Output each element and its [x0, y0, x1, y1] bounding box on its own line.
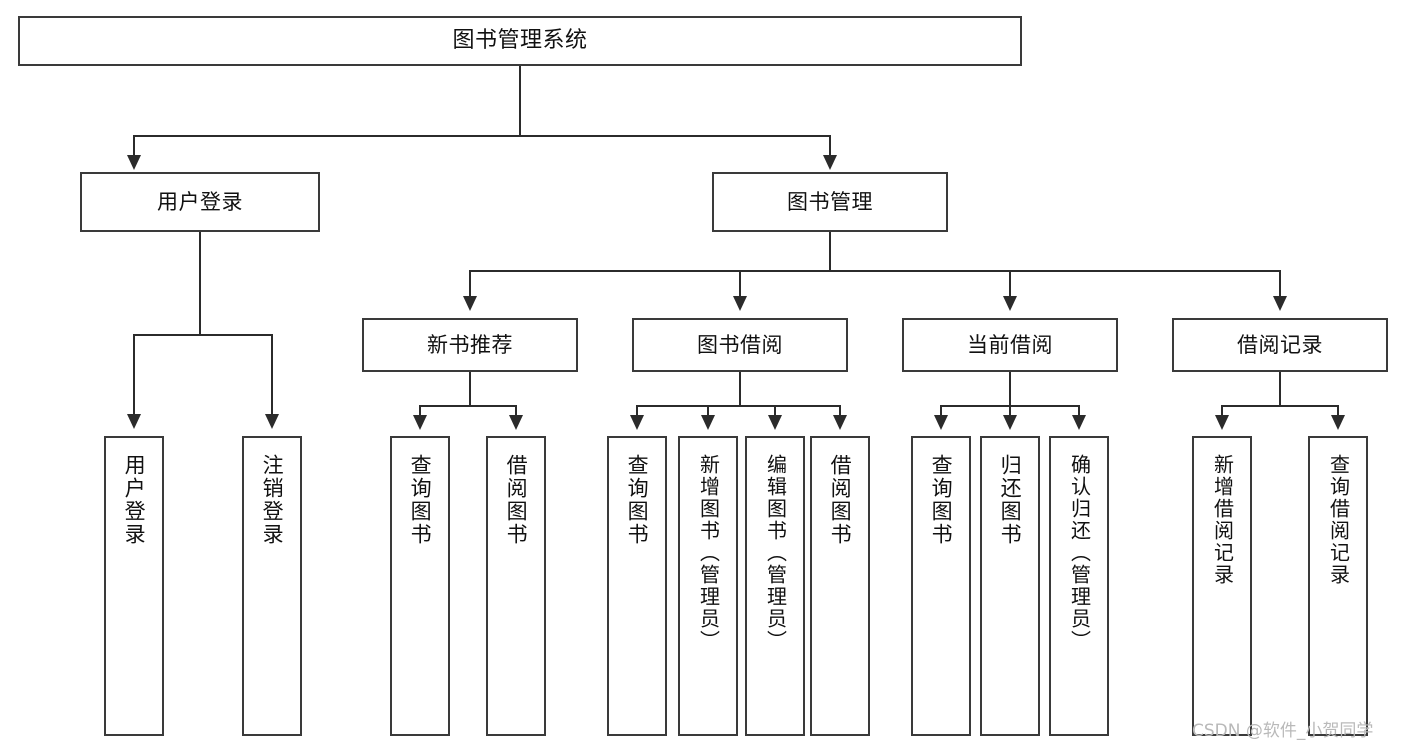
node-label: 借阅图书: [828, 454, 853, 546]
node-label: 查询借阅记录: [1326, 454, 1351, 586]
arrowhead-current-leaf-2: [1003, 415, 1017, 430]
arrowhead-current-leaf-1: [934, 415, 948, 430]
connector-record-stem: [1279, 372, 1281, 406]
arrowhead-recommend-leaf-2: [509, 415, 523, 430]
arrowhead-borrow-leaf-3: [768, 415, 782, 430]
connector-root-drop-right: [829, 135, 831, 157]
node-root-system[interactable]: 图书管理系统: [18, 16, 1022, 66]
connector-borrow-drop-1: [636, 405, 638, 417]
node-label: 归还图书: [998, 454, 1023, 546]
arrowhead-book-manage: [823, 155, 837, 170]
arrowhead-record-leaf-2: [1331, 415, 1345, 430]
node-label: 编辑图书（管理员）: [763, 454, 788, 652]
connector-borrow-drop-3: [774, 405, 776, 417]
connector-book-manage-stem: [829, 232, 831, 271]
connector-l2-drop-1: [469, 270, 471, 298]
node-borrow-record[interactable]: 借阅记录: [1172, 318, 1388, 372]
node-label: 注销登录: [260, 454, 285, 546]
connector-borrow-drop-2: [707, 405, 709, 417]
connector-l2-drop-2: [739, 270, 741, 298]
leaf-user-login[interactable]: 用户登录: [104, 436, 164, 736]
leaf-record-query-record[interactable]: 查询借阅记录: [1308, 436, 1368, 736]
connector-current-drop-3: [1078, 405, 1080, 417]
connector-recommend-drop-1: [419, 405, 421, 417]
node-label: 查询图书: [408, 454, 433, 546]
connector-recommend-bar: [419, 405, 517, 407]
connector-current-drop-2: [1009, 405, 1011, 417]
node-label: 图书管理: [787, 189, 873, 214]
arrowhead-new-book-recommend: [463, 296, 477, 311]
node-label: 确认归还（管理员）: [1067, 454, 1092, 652]
node-user-login[interactable]: 用户登录: [80, 172, 320, 232]
leaf-borrow-edit-book-admin[interactable]: 编辑图书（管理员）: [745, 436, 805, 736]
node-label: 借阅图书: [504, 454, 529, 546]
connector-book-manage-bar: [469, 270, 1280, 272]
node-label: 借阅记录: [1237, 332, 1323, 357]
node-book-manage[interactable]: 图书管理: [712, 172, 948, 232]
connector-borrow-drop-4: [839, 405, 841, 417]
connector-user-login-drop-2: [271, 334, 273, 416]
connector-root-bar: [133, 135, 830, 137]
connector-record-drop-2: [1337, 405, 1339, 417]
node-book-borrow[interactable]: 图书借阅: [632, 318, 848, 372]
leaf-record-add-record[interactable]: 新增借阅记录: [1192, 436, 1252, 736]
node-label: 用户登录: [157, 189, 243, 214]
arrowhead-borrow-leaf-1: [630, 415, 644, 430]
node-current-borrow[interactable]: 当前借阅: [902, 318, 1118, 372]
connector-l2-drop-4: [1279, 270, 1281, 298]
leaf-borrow-add-book-admin[interactable]: 新增图书（管理员）: [678, 436, 738, 736]
arrowhead-current-borrow: [1003, 296, 1017, 311]
connector-record-drop-1: [1221, 405, 1223, 417]
connector-recommend-drop-2: [515, 405, 517, 417]
arrowhead-recommend-leaf-1: [413, 415, 427, 430]
connector-user-login-bar: [133, 334, 272, 336]
node-new-book-recommend[interactable]: 新书推荐: [362, 318, 578, 372]
leaf-borrow-borrow-book[interactable]: 借阅图书: [810, 436, 870, 736]
connector-user-login-drop-1: [133, 334, 135, 416]
node-label: 当前借阅: [967, 332, 1053, 357]
arrowhead-current-leaf-3: [1072, 415, 1086, 430]
arrowhead-book-borrow: [733, 296, 747, 311]
leaf-current-return-book[interactable]: 归还图书: [980, 436, 1040, 736]
connector-recommend-stem: [469, 372, 471, 406]
leaf-recommend-borrow-book[interactable]: 借阅图书: [486, 436, 546, 736]
node-label: 图书借阅: [697, 332, 783, 357]
node-label: 新书推荐: [427, 332, 513, 357]
arrowhead-record-leaf-1: [1215, 415, 1229, 430]
leaf-logout[interactable]: 注销登录: [242, 436, 302, 736]
leaf-current-confirm-return-admin[interactable]: 确认归还（管理员）: [1049, 436, 1109, 736]
arrowhead-leaf-logout: [265, 414, 279, 429]
node-label: 新增图书（管理员）: [696, 454, 721, 652]
connector-record-bar: [1221, 405, 1338, 407]
arrowhead-user-login: [127, 155, 141, 170]
arrowhead-borrow-leaf-4: [833, 415, 847, 430]
connector-borrow-stem: [739, 372, 741, 406]
node-label: 图书管理系统: [452, 27, 588, 53]
node-label: 查询图书: [625, 454, 650, 546]
leaf-current-query-book[interactable]: 查询图书: [911, 436, 971, 736]
arrowhead-borrow-leaf-2: [701, 415, 715, 430]
connector-current-stem: [1009, 372, 1011, 406]
arrowhead-borrow-record: [1273, 296, 1287, 311]
watermark-csdn: CSDN @软件_小贺同学: [1192, 721, 1374, 741]
connector-l2-drop-3: [1009, 270, 1011, 298]
arrowhead-leaf-user-login: [127, 414, 141, 429]
connector-borrow-bar: [636, 405, 840, 407]
node-label: 查询图书: [929, 454, 954, 546]
leaf-borrow-query-book[interactable]: 查询图书: [607, 436, 667, 736]
leaf-recommend-query-book[interactable]: 查询图书: [390, 436, 450, 736]
connector-root-drop-left: [133, 135, 135, 157]
node-label: 用户登录: [122, 454, 147, 546]
connector-root-stem: [519, 66, 521, 136]
connector-current-drop-1: [940, 405, 942, 417]
node-label: 新增借阅记录: [1210, 454, 1235, 586]
connector-user-login-stem: [199, 232, 201, 335]
